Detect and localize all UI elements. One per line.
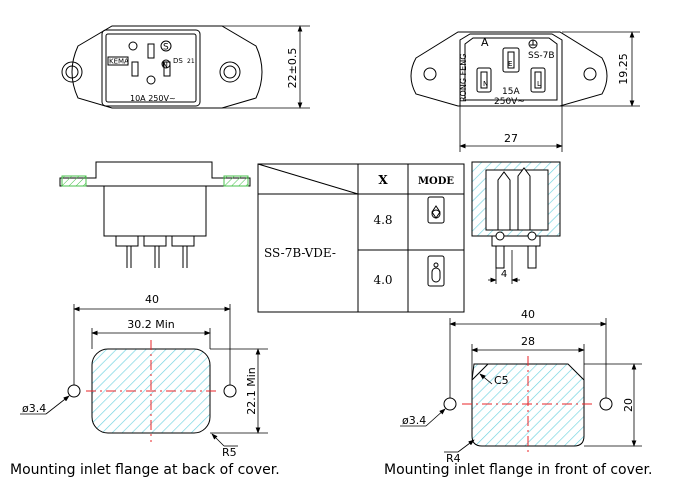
n-mark: N [483, 80, 488, 88]
row1-x: 4.8 [373, 213, 392, 227]
cutout-front-labels: 40 28 20 C5 ø3.4 R4 [402, 308, 635, 465]
dim-width-inner: 30.2 Min [127, 318, 175, 331]
dim-width-label: 27 [504, 132, 518, 145]
dim-height: 20 [622, 398, 635, 412]
cutout-back-labels: 40 30.2 Min 22.1 Min ø3.4 R5 [22, 293, 258, 459]
mounting-hole-left [61, 61, 83, 83]
l-mark: L [537, 80, 541, 88]
model-mark: SS-7B [528, 51, 555, 61]
pin-n [476, 67, 492, 93]
part-number: SS-7B-VDE- [264, 246, 336, 260]
row2-x: 4.0 [373, 273, 392, 287]
dim-top-left-height [222, 25, 310, 109]
pin-n [131, 61, 139, 77]
brand-mark: KEMA [109, 58, 129, 66]
dim-width-outer: 40 [145, 293, 159, 306]
mounting-hole-left [423, 67, 437, 81]
cutout-front-centerlines [462, 356, 596, 454]
e-mark: E [508, 60, 512, 68]
pin-l [163, 61, 171, 77]
mark-a: A [481, 36, 489, 49]
brand-mark: RONG FENG [459, 54, 468, 102]
radius-label: R4 [446, 452, 461, 465]
cross-section [471, 161, 561, 284]
n-mark: N [162, 61, 168, 70]
top-left-markings: KEMA S N DS 21 10A 250V~ [109, 43, 195, 104]
volts-mark: 250V~ [494, 97, 525, 107]
dim-top-right-height [562, 31, 640, 107]
pin-e [502, 47, 520, 73]
side-view [59, 161, 251, 268]
s-mark: S [163, 43, 169, 53]
top-right-markings: A RONG FENG SS-7B E N L 15A 250V~ [459, 36, 555, 107]
earth-icon [128, 41, 138, 51]
radius-label: R5 [222, 446, 237, 459]
variant-table [257, 163, 465, 313]
dim-height-label: 22±0.5 [286, 48, 299, 89]
dim-height: 22.1 Min [245, 367, 258, 415]
col-mode-header: MODE [418, 176, 454, 187]
caption-back: Mounting inlet flange at back of cover. [10, 462, 280, 478]
dim-height-label: 19.25 [617, 53, 630, 85]
mounting-hole-right [583, 67, 597, 81]
cross-section-dim: 4 [501, 269, 507, 280]
table-text: X MODE SS-7B-VDE- 4.8 4.0 [264, 173, 454, 287]
hole-label: ø3.4 [402, 414, 426, 427]
ds-mark: DS [173, 57, 183, 65]
col-x-header: X [378, 173, 388, 187]
caption-front: Mounting inlet flange in front of cover. [384, 462, 653, 478]
amps-mark: 15A [502, 87, 520, 97]
top-right-front-view [410, 31, 608, 107]
pin-l [530, 67, 546, 93]
dim-width-outer: 40 [521, 308, 535, 321]
hole-label: ø3.4 [22, 402, 46, 415]
chamfer-label: C5 [494, 374, 509, 387]
cutout-back-centerlines [86, 340, 218, 442]
dim-top-right-width [459, 106, 563, 152]
pin-e [147, 43, 155, 59]
inlet-body [101, 29, 201, 107]
rating-mark: 10A 250V~ [130, 94, 176, 103]
dim-width-inner: 28 [521, 335, 535, 348]
top-left-front-view [61, 25, 263, 109]
mounting-hole-right [219, 61, 241, 83]
cl-mark: 21 [187, 58, 195, 65]
